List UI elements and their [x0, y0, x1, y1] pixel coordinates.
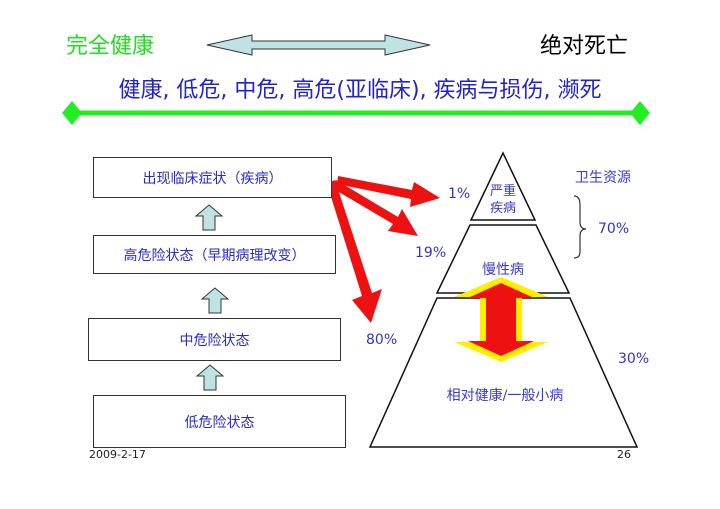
resource-upper-pct: 70% [598, 221, 630, 237]
stage-box-clinical: 出现临床症状（疾病） [93, 157, 332, 198]
pyramid-middle [435, 224, 571, 294]
health-spectrum-text: 健康, 低危, 中危, 高危(亚临床), 疾病与损伤, 濒死 [118, 78, 602, 103]
stage-box-mid-risk: 中危险状态 [88, 318, 341, 361]
up-arrow-icon [194, 204, 224, 231]
absolute-death-label: 绝对死亡 [540, 34, 629, 59]
stage-box-low-risk: 低危险状态 [93, 395, 346, 448]
red-arrow-19pct [332, 180, 418, 236]
pyramid-bottom-label: 相对健康/一般小病 [446, 388, 564, 404]
pct-middle: 19% [415, 245, 447, 261]
up-arrow-icon [200, 287, 230, 314]
diamond-right-icon [630, 101, 650, 125]
pyramid-top-label: 严重疾病 [489, 184, 516, 216]
red-arrow-80pct [327, 180, 382, 323]
pyramid-middle-label: 慢性病 [482, 262, 524, 278]
pyramid-top [469, 151, 537, 221]
pct-top: 1% [448, 186, 471, 202]
complete-health-label: 完全健康 [66, 34, 155, 59]
double-arrow-icon [206, 34, 431, 56]
page-number: 26 [617, 448, 631, 461]
up-arrow-icon [195, 364, 225, 391]
resource-lower-pct: 30% [618, 351, 650, 367]
vertical-double-arrow-inner [468, 283, 534, 356]
red-arrow-1pct [337, 176, 440, 207]
diamond-left-icon [62, 101, 82, 125]
stage-box-high-risk: 高危险状态（早期病理改变） [93, 235, 336, 274]
footer-date: 2009-2-17 [89, 448, 146, 461]
pct-bottom: 80% [366, 332, 398, 348]
brace-icon [573, 195, 587, 259]
resource-title: 卫生资源 [575, 170, 631, 186]
